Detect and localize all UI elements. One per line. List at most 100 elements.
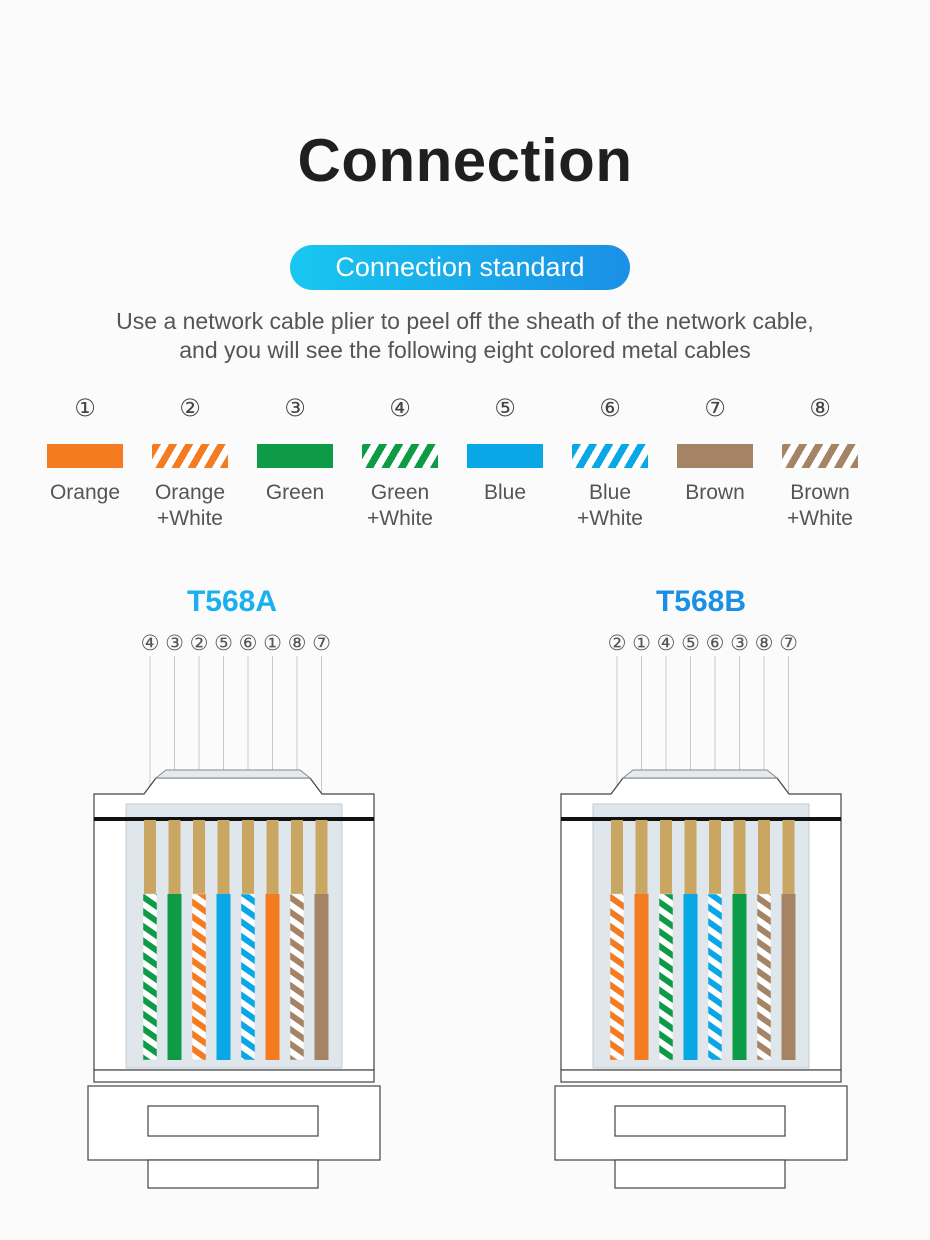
- description-line-2: and you will see the following eight col…: [179, 337, 751, 363]
- wire-brown-white: [289, 820, 305, 1061]
- description: Use a network cable plier to peel off th…: [0, 307, 930, 365]
- wire-blue: [683, 820, 698, 1060]
- wire-insulation: [142, 893, 158, 1061]
- wire-orange-white: [191, 820, 207, 1061]
- swatch-label-line-2: +White: [157, 507, 223, 530]
- swatch-number: ③: [284, 394, 306, 422]
- pin-order-label: ①: [632, 631, 651, 655]
- plug-lower-lip: [560, 1069, 842, 1083]
- wire-green-white: [142, 820, 158, 1061]
- plug-top-ridge: [154, 769, 312, 779]
- gold-contact: [291, 820, 303, 894]
- wire-insulation: [658, 893, 674, 1061]
- swatch-label: Orange: [30, 480, 140, 506]
- wire-insulation: [216, 894, 231, 1060]
- plug-top-ridge: [621, 769, 779, 779]
- wire-orange-white: [609, 820, 625, 1061]
- standard-title-t568b: T568B: [655, 585, 747, 618]
- swatch-bar: [257, 444, 333, 468]
- swatch-orange: ① Orange: [30, 388, 140, 506]
- swatch-label-line-2: +White: [367, 507, 433, 530]
- gold-contact: [168, 820, 181, 894]
- swatch-label: Green+White: [345, 480, 455, 532]
- wire-insulation: [265, 894, 280, 1060]
- pin-order-label: ⑥: [239, 631, 258, 655]
- wire-insulation: [732, 894, 747, 1060]
- swatch-label-line-1: Green: [265, 481, 325, 504]
- swatch-number: ②: [179, 394, 201, 422]
- swatch-number: ①: [74, 394, 96, 422]
- wire-insulation: [634, 894, 649, 1060]
- swatch-bar: [782, 444, 858, 468]
- pin-order-label: ⑧: [755, 631, 774, 655]
- plug-tail: [614, 1159, 786, 1189]
- wire-insulation: [756, 893, 772, 1061]
- pin-order-label: ①: [263, 631, 282, 655]
- pin-order-label: ③: [165, 631, 184, 655]
- swatch-label-line-1: Orange: [49, 481, 121, 504]
- description-line-1: Use a network cable plier to peel off th…: [116, 308, 814, 334]
- latch-line: [94, 817, 374, 821]
- latch-line: [561, 817, 841, 821]
- wire-insulation: [289, 893, 305, 1061]
- wire-green: [167, 820, 182, 1060]
- swatch-number: ④: [389, 394, 411, 422]
- swatch-label: Blue+White: [555, 480, 665, 532]
- pin-order-label: ②: [608, 631, 627, 655]
- wire-brown: [781, 820, 796, 1060]
- pin-order-label: ④: [657, 631, 676, 655]
- pin-order-label: ⑧: [288, 631, 307, 655]
- swatch-orange-white: ② Orange +White: [135, 388, 245, 532]
- plug-slot: [614, 1105, 786, 1137]
- swatch-number: ⑦: [704, 394, 726, 422]
- pin-order-label: ⑤: [681, 631, 700, 655]
- plug-lower-lip: [93, 1069, 375, 1083]
- gold-contact: [684, 820, 697, 894]
- wire-insulation: [707, 893, 723, 1061]
- swatch-brown: ⑦ Brown: [660, 388, 770, 506]
- swatch-bar: [677, 444, 753, 468]
- gold-contact: [758, 820, 770, 894]
- wire-blue: [216, 820, 231, 1060]
- swatch-bar: [467, 444, 543, 468]
- swatch-label-line-1: Orange: [154, 481, 226, 504]
- swatch-label: Green: [240, 480, 350, 506]
- wire-orange: [265, 820, 280, 1060]
- gold-contact: [611, 820, 623, 894]
- pin-order-label: ④: [141, 631, 160, 655]
- pin-order-label: ③: [730, 631, 749, 655]
- gold-contact: [782, 820, 795, 894]
- wire-insulation: [167, 894, 182, 1060]
- gold-contact: [144, 820, 156, 894]
- swatch-bar: [152, 444, 228, 468]
- gold-contact: [635, 820, 648, 894]
- wire-green: [732, 820, 747, 1060]
- page-title: Connection: [297, 127, 633, 194]
- wire-green-white: [658, 820, 674, 1061]
- swatch-label: Orange +White: [135, 480, 245, 532]
- gold-contact: [315, 820, 328, 894]
- gold-contact: [193, 820, 205, 894]
- contact-housing: [592, 803, 810, 1069]
- swatch-label-line-1: Brown: [790, 481, 850, 504]
- plug-tail: [147, 1159, 319, 1189]
- connection-standard-badge: Connection standard: [290, 245, 630, 290]
- gold-contact: [266, 820, 279, 894]
- wire-insulation: [683, 894, 698, 1060]
- swatch-number: ⑥: [599, 394, 621, 422]
- swatch-label: Brown: [660, 480, 770, 506]
- swatch-green: ③ Green: [240, 388, 350, 506]
- wire-insulation: [191, 893, 207, 1061]
- pin-order-label: ②: [190, 631, 209, 655]
- wire-blue-white: [240, 820, 256, 1061]
- wire-insulation: [781, 894, 796, 1060]
- swatch-label-line-2: +White: [787, 507, 853, 530]
- wire-insulation: [609, 893, 625, 1061]
- swatch-label-line-1: Blue: [483, 481, 527, 504]
